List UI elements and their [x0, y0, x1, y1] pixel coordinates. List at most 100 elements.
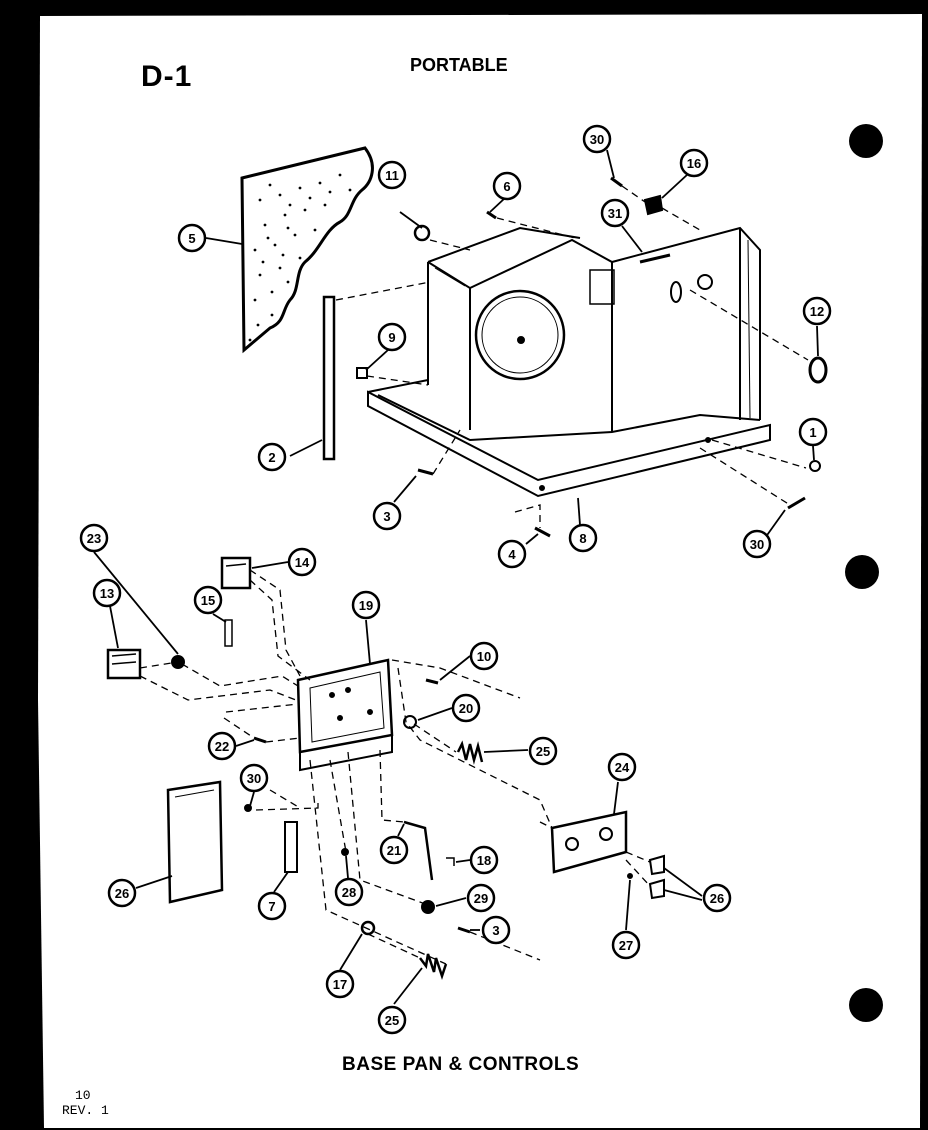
- callout-6: 6: [492, 171, 522, 201]
- svg-text:17: 17: [333, 977, 347, 992]
- circuit-board-26: [166, 780, 224, 904]
- screw-22: [253, 736, 267, 744]
- binder-hole-middle: [845, 555, 879, 589]
- callout-13: 13: [92, 578, 122, 608]
- callout-3-lower: 3: [481, 915, 511, 945]
- screw-3-lower: [457, 926, 471, 934]
- svg-text:28: 28: [342, 885, 356, 900]
- binder-hole-top: [849, 124, 883, 158]
- screw-10: [425, 678, 439, 685]
- svg-text:5: 5: [188, 231, 195, 246]
- callout-23: 23: [79, 523, 109, 553]
- washer-1: [809, 460, 821, 472]
- callout-7: 7: [257, 891, 287, 921]
- pin-15: [224, 619, 233, 647]
- callout-20-lower: 20: [0, 0, 14, 3]
- callout-27: 27: [611, 930, 641, 960]
- lead-21: [403, 820, 434, 881]
- svg-text:27: 27: [619, 938, 633, 953]
- cabinet-housing: [427, 226, 761, 432]
- callout-21: 21: [379, 835, 409, 865]
- spring-25-upper: [456, 740, 484, 765]
- sheet-caption: BASE PAN & CONTROLS: [342, 1054, 580, 1075]
- callout-22: 22: [207, 731, 237, 761]
- svg-text:8: 8: [579, 531, 586, 546]
- svg-text:21: 21: [387, 843, 401, 858]
- svg-text:23: 23: [87, 531, 101, 546]
- callout-4: 4: [497, 539, 527, 569]
- callout-3-top: 3: [372, 501, 402, 531]
- knob-26-a: [648, 854, 665, 876]
- callout-30-lower: 30: [239, 763, 269, 793]
- svg-text:10: 10: [477, 649, 491, 664]
- callout-25-lower: 25: [377, 1005, 407, 1035]
- callout-17: 17: [325, 969, 355, 999]
- assembly-lines-top: [335, 185, 809, 528]
- svg-text:24: 24: [615, 760, 630, 775]
- svg-text:12: 12: [810, 304, 824, 319]
- svg-text:25: 25: [385, 1013, 399, 1028]
- svg-text:15: 15: [201, 593, 215, 608]
- screw-6: [486, 210, 497, 220]
- spring-25-lower: [419, 953, 448, 980]
- callout-31: 31: [600, 198, 630, 228]
- callout-8: 8: [568, 523, 598, 553]
- callout-9: 9: [377, 322, 407, 352]
- sheet-code: D-1: [141, 60, 193, 93]
- svg-text:16: 16: [687, 156, 701, 171]
- callout-12: 12: [802, 296, 832, 326]
- svg-text:7: 7: [268, 899, 275, 914]
- callout-29: 29: [466, 883, 496, 913]
- binder-hole-bottom: [849, 988, 883, 1022]
- svg-text:2: 2: [268, 450, 275, 465]
- screw-28: [341, 848, 349, 856]
- callout-10: 10: [469, 641, 499, 671]
- paper-sheet: [38, 14, 922, 1128]
- filter-texture: [248, 173, 352, 342]
- svg-text:29: 29: [474, 891, 488, 906]
- callout-16: 16: [679, 148, 709, 178]
- svg-text:26: 26: [710, 891, 724, 906]
- clip-18: [446, 857, 455, 866]
- callout-30-right: 30: [742, 529, 772, 559]
- svg-text:9: 9: [388, 330, 395, 345]
- switch-13: [106, 648, 142, 680]
- seal-strip: [322, 295, 336, 461]
- svg-text:11: 11: [385, 168, 399, 183]
- page-number: 10: [75, 1088, 91, 1103]
- svg-text:22: 22: [215, 739, 229, 754]
- svg-text:14: 14: [295, 555, 310, 570]
- screw-4: [534, 526, 551, 538]
- base-pan: [367, 379, 771, 498]
- svg-text:3: 3: [492, 923, 499, 938]
- bracket-16: [643, 194, 664, 216]
- callout-1: 1: [798, 417, 828, 447]
- svg-text:20: 20: [459, 701, 473, 716]
- callout-2: 2: [257, 442, 287, 472]
- sheet-title: PORTABLE: [410, 55, 508, 75]
- svg-text:30: 30: [590, 132, 604, 147]
- callout-30-top: 30: [582, 124, 612, 154]
- plug-12: [808, 356, 828, 384]
- callout-26-left: 26: [107, 878, 137, 908]
- callout-25-upper: 25: [528, 736, 558, 766]
- svg-text:25: 25: [536, 744, 550, 759]
- svg-text:6: 6: [503, 179, 510, 194]
- callout-26-right: 26: [702, 883, 732, 913]
- control-bracket: [296, 658, 394, 772]
- bar-7: [284, 821, 298, 873]
- callout-5: 5: [177, 223, 207, 253]
- callout-15: 15: [193, 585, 223, 615]
- callout-18: 18: [469, 845, 499, 875]
- screw-3-top: [417, 468, 434, 476]
- assembly-lines-bottom: [139, 569, 651, 965]
- revision-label: REV. 1: [62, 1103, 109, 1118]
- svg-text:30: 30: [750, 537, 764, 552]
- screw-30-right: [787, 496, 806, 510]
- svg-text:1: 1: [809, 425, 816, 440]
- screw-30-top: [610, 176, 623, 188]
- callout-19: 19: [351, 590, 381, 620]
- filter-panel: [240, 146, 374, 354]
